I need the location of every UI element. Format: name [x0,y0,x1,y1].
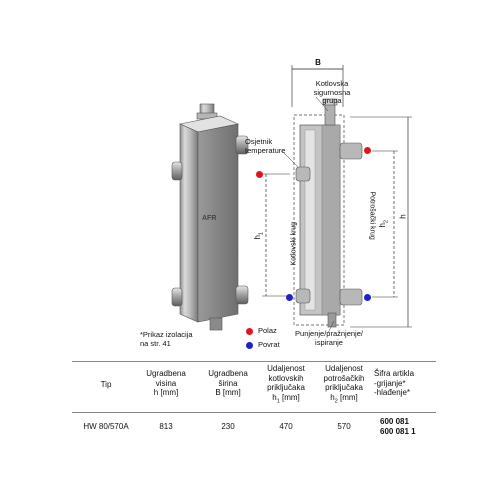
header-height-line2: visina [155,378,177,388]
header-consumer-line2: potrošačkih [323,373,365,383]
safety-group-label: Kotlovska sigurnosna grupa [292,79,372,106]
header-consumer-h: h [330,392,335,402]
header-boiler-unit: [mm] [279,392,300,402]
header-consumer-line1: Udaljenost [325,364,363,373]
h-dimension-label: h [398,214,408,219]
cell-height: 813 [159,422,173,431]
header-tip: Tip [100,380,112,389]
header-consumer-line3: priključaka [325,383,363,392]
header-height-line3: h [mm] [153,388,179,397]
h1-sub: 1 [258,232,265,236]
temperature-sensor-line2: temperature [245,145,286,155]
consumer-circuit-label: Potrošački krug [368,191,376,240]
header-boiler-distance: Udaljenost kotlovskih priključaka h1 [mm… [252,364,320,407]
insulation-note-line2: na str. 41 [140,338,171,348]
safety-group-line3: grupa [322,96,342,105]
header-consumer-line4: h2 [mm] [308,393,380,407]
povrat-dot-left [286,294,293,301]
header-consumer-distance: Udaljenost potrošačkih priključaka h2 [m… [308,364,380,407]
header-height: Ugradbena visina h [mm] [132,369,200,398]
header-width: Ugradbena širina B [mm] [194,369,262,398]
header-article-code: Šifra artikla -grijanje* -hlađenje* [374,369,436,398]
cell-article-code: 600 081 600 081 1 [380,417,440,436]
cell-h2: 570 [337,422,351,431]
polaz-dot-right [364,147,371,154]
svg-text:AFR: AFR [202,215,216,222]
header-boiler-sub: 1 [276,398,280,405]
temperature-sensor-line1: Osjetnik [245,137,273,146]
code-cooling: 600 081 1 [380,426,416,436]
header-height-line1: Ugradbena [146,369,186,378]
legend-polaz-label: Polaz [258,326,277,335]
label-b: B [315,58,321,67]
header-boiler-line4: h1 [mm] [252,393,320,407]
polaz-dot-left [256,171,263,178]
insulation-note: *Prikaz izolacija na str. 41 [140,330,220,348]
header-code-line2: -grijanje* [374,378,406,388]
h1-dimension-label: h1 [253,232,265,240]
header-width-line2: širina [218,378,238,388]
h2-sub: 2 [383,220,390,224]
header-consumer-sub: 2 [334,398,338,405]
cell-tip: HW 80/570A [83,422,129,431]
h2-dimension-label: h2 [378,220,390,228]
legend-polaz-dot [246,328,253,335]
hydraulic-separator-render: AFR [171,103,249,331]
header-code-line1: Šifra artikla [374,369,415,378]
legend-povrat-dot [246,342,253,349]
technical-drawing [262,65,412,334]
legend-povrat-label: Povrat [258,340,280,349]
header-boiler-line1: Udaljenost [267,364,305,373]
cell-h1: 470 [279,422,293,431]
table-top-rule [72,361,436,362]
header-width-line1: Ugradbena [208,369,248,378]
povrat-dot-right [364,294,371,301]
header-boiler-line3: priključaka [267,383,305,392]
safety-group-line1: Kotlovska [315,79,349,88]
fill-drain-line2: ispiranje [315,337,343,347]
boiler-circuit-label: Kotlovski krug [290,221,298,266]
header-code-line3: -hlađenje* [374,388,411,397]
temperature-sensor-label: Osjetnik temperature [245,137,309,155]
table-header-rule [72,412,436,413]
insulation-note-line1: *Prikaz izolacija [140,330,193,339]
code-heating: 600 081 [380,417,409,426]
fill-drain-line1: Punjenje/pražnjenje/ [295,329,363,338]
safety-group-line2: sigurnosna [313,87,351,97]
h1-letter: h [252,235,262,240]
h2-letter: h [377,223,387,228]
fill-drain-label: Punjenje/pražnjenje/ ispiranje [282,329,376,347]
header-width-line3: B [mm] [215,388,241,397]
cell-width: 230 [221,422,235,431]
header-boiler-line2: kotlovskih [268,373,304,383]
header-boiler-h: h [272,392,277,402]
header-consumer-unit: [mm] [337,392,358,402]
